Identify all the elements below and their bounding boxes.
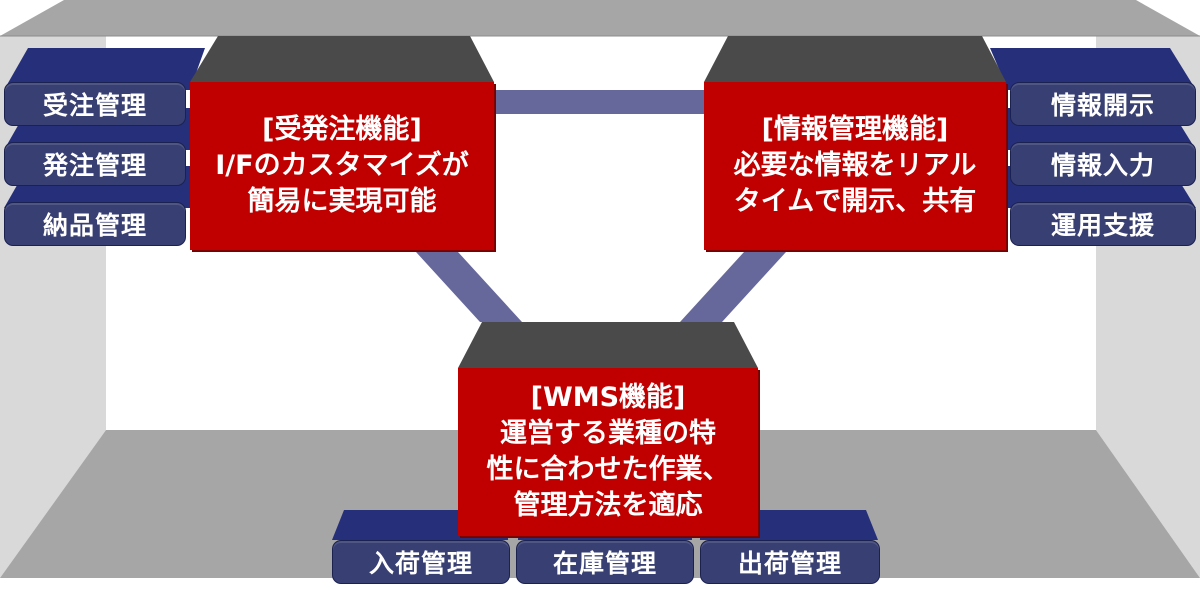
order-function-box: [受発注機能] I/Fのカスタマイズが 簡易に実現可能	[190, 82, 494, 250]
right-pill-back-1	[990, 48, 1196, 90]
info-box-top	[704, 36, 1006, 82]
right-item-support: 運用支援	[1010, 202, 1196, 246]
info-function-box: [情報管理機能] 必要な情報をリアル タイムで開示、共有	[704, 82, 1006, 250]
wms-function-box: [WMS機能] 運営する業種の特 性に合わせた作業、 管理方法を適応	[458, 368, 758, 536]
left-item-order-receiving: 受注管理	[4, 82, 186, 126]
wms-box-line-3: 管理方法を適応	[513, 490, 703, 521]
left-pill-back-1	[4, 48, 205, 90]
ceiling	[0, 0, 1200, 36]
order-box-title: [受発注機能]	[262, 114, 422, 145]
info-box-line-2: タイムで開示、共有	[733, 186, 977, 217]
bottom-item-inventory: 在庫管理	[516, 540, 694, 584]
connector-right	[680, 252, 786, 322]
left-item-purchase-order: 発注管理	[4, 142, 186, 186]
right-item-input: 情報入力	[1010, 142, 1196, 186]
connector-top	[490, 90, 705, 114]
info-box-title: [情報管理機能]	[761, 114, 949, 145]
wms-box-line-2: 性に合わせた作業、	[486, 454, 730, 485]
wms-box-title: [WMS機能]	[530, 382, 686, 413]
left-item-delivery: 納品管理	[4, 202, 186, 246]
bottom-item-shipping: 出荷管理	[700, 540, 880, 584]
wms-box-top	[458, 322, 758, 368]
bottom-item-receiving: 入荷管理	[332, 540, 510, 584]
info-box-line-1: 必要な情報をリアル	[733, 150, 977, 181]
connector-left	[416, 252, 522, 322]
wms-box-line-1: 運営する業種の特	[500, 418, 716, 449]
order-box-top	[190, 36, 494, 82]
order-box-line-1: I/Fのカスタマイズが	[215, 150, 469, 181]
order-box-line-2: 簡易に実現可能	[247, 186, 437, 217]
right-item-disclosure: 情報開示	[1010, 82, 1196, 126]
